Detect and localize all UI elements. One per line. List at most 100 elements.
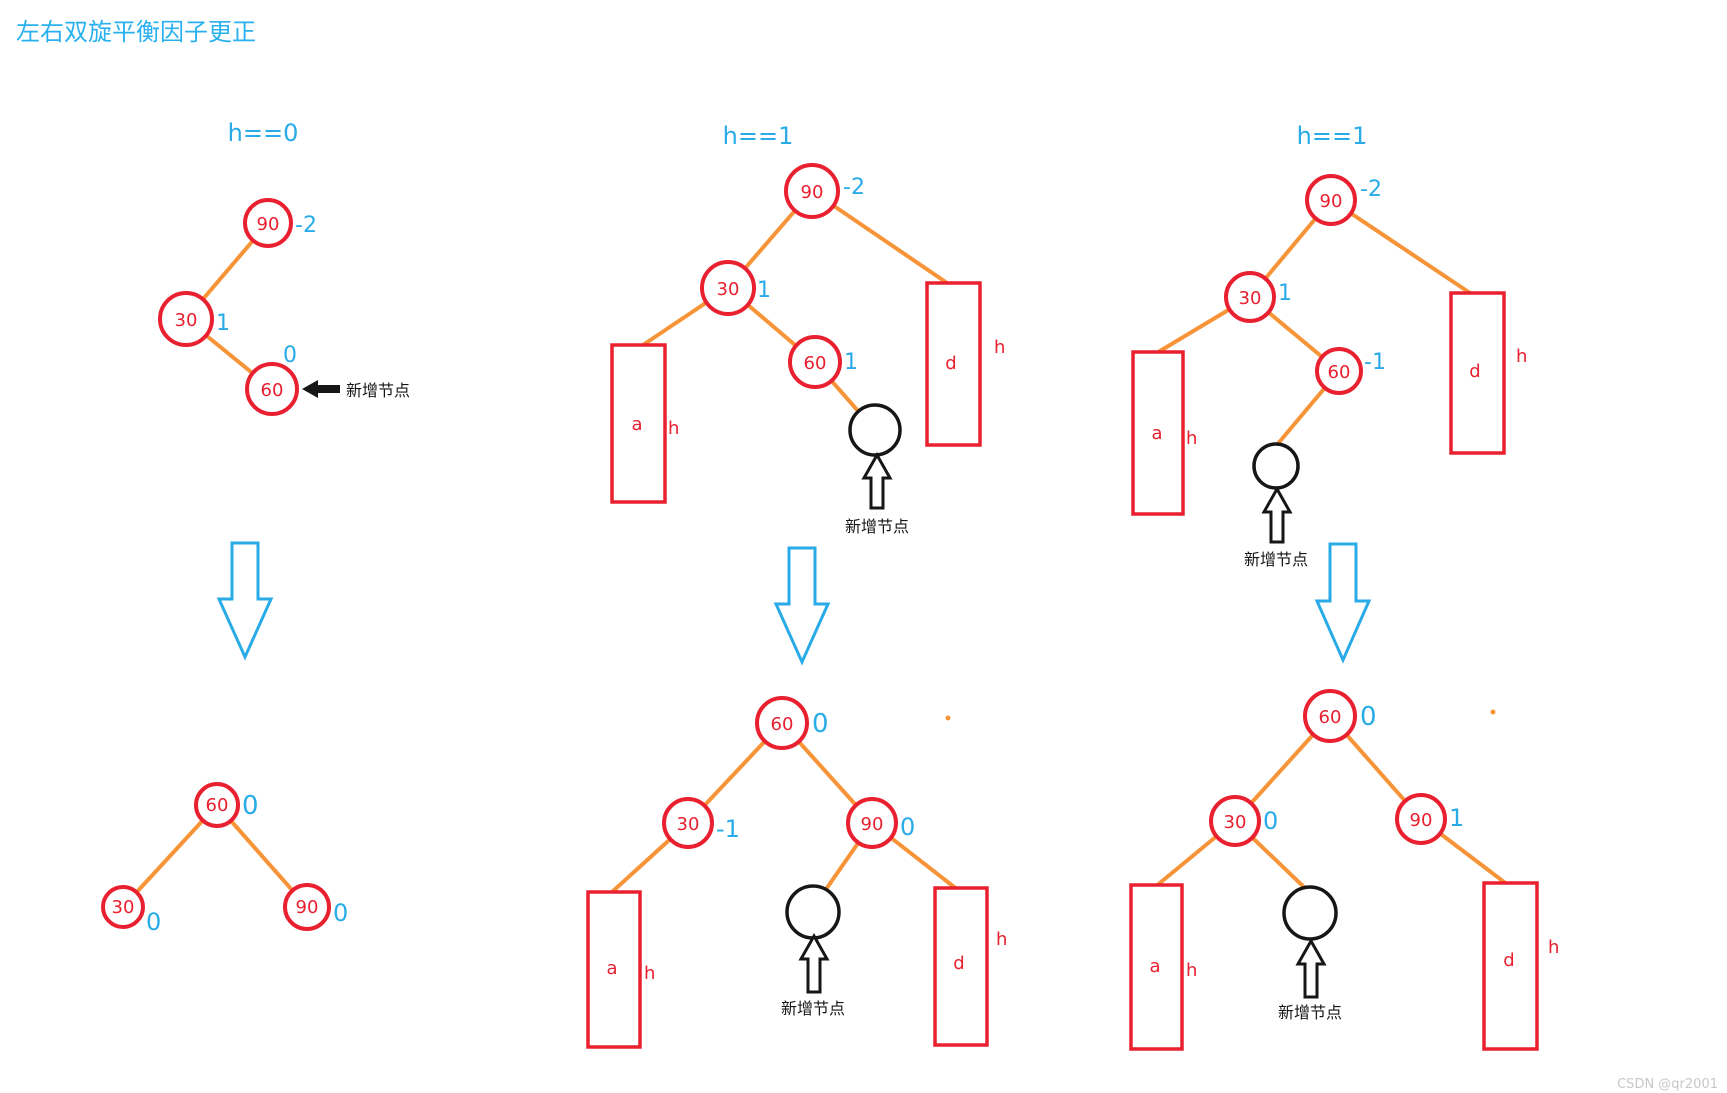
tree-right-before: a h d h 90 -2 30 1 60 -1 新增节点 <box>1131 174 1527 569</box>
node-60 <box>194 782 240 828</box>
transform-down-arrow-icon <box>773 546 831 666</box>
subtree-a-label: a <box>1149 956 1160 977</box>
bf-90: -2 <box>295 213 317 238</box>
subtree-a-height-label: h <box>1186 428 1197 449</box>
node-90 <box>1305 174 1357 226</box>
bf-60: 0 <box>242 791 259 821</box>
subtree-a-label: a <box>631 414 642 435</box>
node-60 <box>788 335 842 389</box>
node-30 <box>101 885 145 929</box>
new-node-circle <box>1252 442 1300 490</box>
node-90-value: 90 <box>257 214 280 235</box>
subtree-a-label: a <box>606 958 617 979</box>
panel-middle: h==1 a h d h 90 -2 30 1 60 1 新增节点 <box>586 122 1007 1049</box>
node-30 <box>662 797 714 849</box>
bf-60: -1 <box>1364 350 1386 375</box>
subtree-a-height-label: h <box>668 418 679 439</box>
new-node-note: 新增节点 <box>1244 550 1308 569</box>
condition-label: h==1 <box>723 122 794 150</box>
bf-30: 0 <box>146 908 161 936</box>
node-60-value: 60 <box>771 714 794 735</box>
new-node-up-arrow-icon <box>1295 937 1327 999</box>
node-90 <box>283 883 331 931</box>
bf-60: 0 <box>812 709 829 739</box>
subtree-d-label: d <box>945 353 956 374</box>
subtree-d-label: d <box>1503 950 1514 971</box>
bf-30: 0 <box>1263 807 1278 835</box>
node-30-value: 30 <box>717 279 740 300</box>
node-60-value: 60 <box>1319 707 1342 728</box>
new-node-note: 新增节点 <box>346 381 410 400</box>
subtree-d-height-label: h <box>996 929 1007 950</box>
new-node-left-arrow-icon <box>302 380 340 398</box>
subtree-a-label: a <box>1151 423 1162 444</box>
new-node-note: 新增节点 <box>1278 1003 1342 1022</box>
node-90-value: 90 <box>296 897 319 918</box>
subtree-d-rect <box>1449 291 1506 455</box>
subtree-d-height-label: h <box>1516 346 1527 367</box>
node-30 <box>1209 795 1261 847</box>
subtree-a-rect <box>586 890 642 1049</box>
node-30-value: 30 <box>677 814 700 835</box>
bf-30: 1 <box>1278 281 1292 306</box>
subtree-d-label: d <box>953 953 964 974</box>
tree-right-after: a h d h 60 0 30 0 90 1 新增节点 <box>1129 689 1559 1051</box>
transform-down-arrow-icon <box>1314 542 1372 664</box>
subtree-a-rect <box>610 343 667 504</box>
bf-90: 0 <box>900 813 915 841</box>
subtree-d-height-label: h <box>994 337 1005 358</box>
bf-30: 1 <box>216 311 230 336</box>
subtree-d-rect <box>925 281 982 447</box>
subtree-d-rect <box>1482 881 1539 1051</box>
subtree-a-rect <box>1129 883 1184 1051</box>
bf-30: -1 <box>716 815 740 843</box>
tree-left-before: 90 -2 30 1 60 0 新增节点 <box>158 198 410 416</box>
node-60-value: 60 <box>206 795 229 816</box>
new-node-up-arrow-icon <box>1261 485 1293 544</box>
node-90 <box>1395 793 1447 845</box>
new-node-up-arrow-icon <box>798 932 830 994</box>
node-90 <box>243 198 293 248</box>
panel-right: h==1 a h d h 90 -2 30 1 60 -1 新增节 <box>1129 122 1559 1051</box>
node-60-value: 60 <box>804 353 827 374</box>
ink-speck <box>945 715 951 721</box>
node-90-value: 90 <box>861 814 884 835</box>
node-60-value: 60 <box>1328 362 1351 383</box>
condition-label: h==1 <box>1297 122 1368 150</box>
subtree-a-height-label: h <box>1186 960 1197 981</box>
tree-middle-before: a h d h 90 -2 30 1 60 1 新增节点 <box>610 163 1005 536</box>
tree-middle-after: a h d h 60 0 30 -1 90 0 新增节点 <box>586 696 1007 1049</box>
bf-60: 1 <box>844 350 858 375</box>
transform-down-arrow-icon <box>216 541 274 661</box>
node-60-value: 60 <box>261 380 284 401</box>
node-30 <box>1224 271 1276 323</box>
node-90-value: 90 <box>1410 810 1433 831</box>
subtree-a-rect <box>1131 350 1185 516</box>
edge-60-30 <box>121 803 219 909</box>
subtree-a-height-label: h <box>644 963 655 984</box>
node-60 <box>1315 347 1363 395</box>
node-90 <box>846 797 898 849</box>
bf-90: -2 <box>1360 177 1382 202</box>
node-30-value: 30 <box>1239 288 1262 309</box>
bf-60: 0 <box>283 343 297 368</box>
node-90 <box>784 163 840 219</box>
edge-90-d <box>1329 198 1475 297</box>
new-node-circle <box>1282 885 1338 941</box>
bf-90: -2 <box>843 175 865 200</box>
node-30-value: 30 <box>1224 812 1247 833</box>
node-60 <box>245 362 299 416</box>
new-node-up-arrow-icon <box>861 451 893 510</box>
bf-90: 1 <box>1449 804 1464 832</box>
node-30 <box>158 291 214 347</box>
condition-label: h==0 <box>228 119 299 147</box>
node-90-value: 90 <box>801 182 824 203</box>
subtree-d-label: d <box>1469 361 1480 382</box>
new-node-circle <box>848 403 902 457</box>
ink-speck <box>1490 709 1496 715</box>
subtree-d-height-label: h <box>1548 937 1559 958</box>
bf-30: 1 <box>757 278 771 303</box>
page-title: 左右双旋平衡因子更正 <box>16 18 256 46</box>
